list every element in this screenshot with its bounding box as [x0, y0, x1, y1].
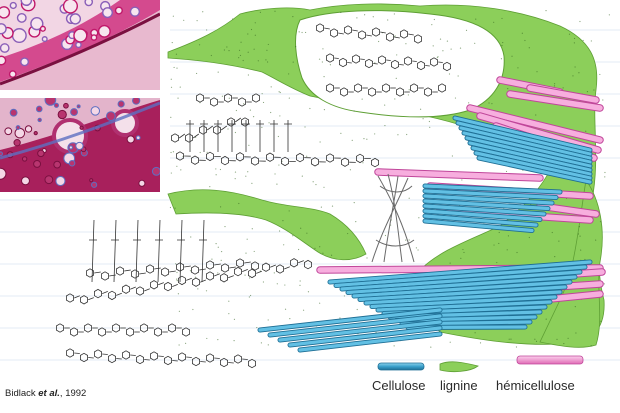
legend-swatches: [377, 355, 584, 373]
legend-hemicellulose-swatch: [516, 355, 584, 365]
legend-lignin-label: lignine: [440, 378, 478, 393]
citation-author: Bidlack: [5, 388, 36, 399]
micrograph-top: [0, 0, 160, 90]
legend-cellulose-label: Cellulose: [372, 378, 426, 393]
legend-lignin-swatch: [439, 361, 479, 373]
twisted-fibrils: [371, 173, 415, 263]
legend-cellulose-swatch: [377, 362, 425, 371]
citation: Bidlack et al., 1992: [5, 388, 86, 399]
polymer-chains: [56, 23, 451, 369]
citation-etal: et al.: [38, 388, 60, 399]
legend-hemicellulose-label: hémicellulose: [496, 378, 575, 393]
citation-year: , 1992: [59, 388, 87, 399]
cellulose-fibrils: [257, 115, 593, 353]
micrograph-bottom: [0, 98, 160, 192]
